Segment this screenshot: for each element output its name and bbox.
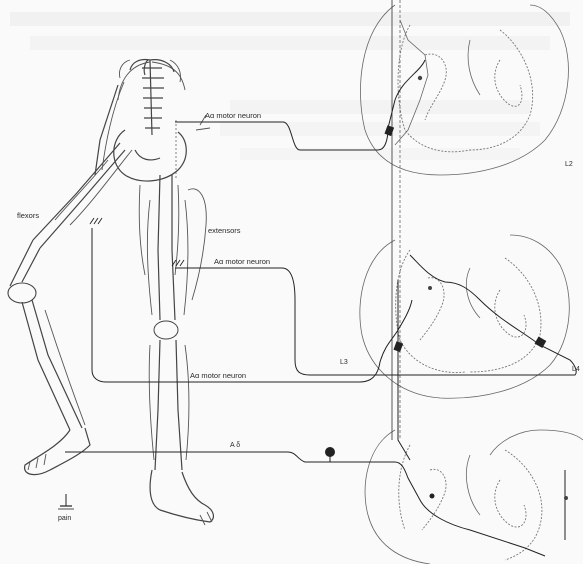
label-level-mid-right: L4 (572, 366, 580, 373)
skeleton-figure (8, 59, 213, 525)
label-extensors: extensors (208, 226, 241, 235)
motor-endplates (90, 218, 184, 266)
spinal-cord-section-mid (360, 235, 569, 398)
label-motor-neuron-bottom: Aα motor neuron (190, 371, 246, 380)
label-motor-neuron-top: Aα motor neuron (205, 111, 261, 120)
background-ghost-text (10, 12, 570, 160)
label-motor-neuron-mid: Aα motor neuron (214, 257, 270, 266)
label-flexors: flexors (17, 211, 39, 220)
label-fiber: A δ (230, 442, 240, 449)
spinal-cord-section-bottom (365, 430, 583, 564)
pain-stimulus-icon (58, 494, 74, 509)
label-level-top: L2 (565, 161, 573, 168)
label-level-mid-left: L3 (340, 359, 348, 366)
label-pain: pain (58, 515, 71, 522)
